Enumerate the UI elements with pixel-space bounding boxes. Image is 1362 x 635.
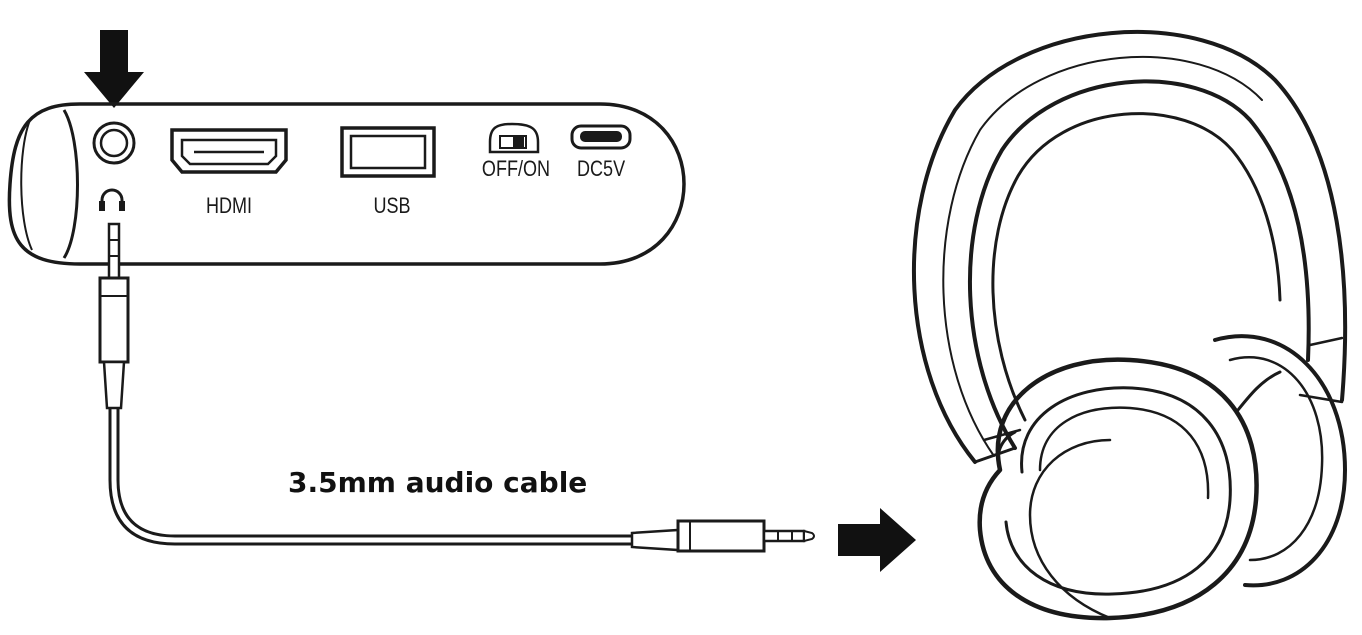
down-arrow-icon <box>84 30 144 108</box>
audio-cable <box>108 408 640 546</box>
cable-plug-end <box>630 519 815 553</box>
usb-label: USB <box>373 194 410 218</box>
device-panel <box>7 102 686 266</box>
dc-label: DC5V <box>577 157 626 181</box>
headphone-jack <box>92 121 136 165</box>
hdmi-label: HDMI <box>206 194 252 218</box>
power-switch <box>488 122 540 154</box>
headphones-illustration <box>911 30 1348 621</box>
headphone-icon <box>99 188 125 211</box>
cable-plug-top <box>98 222 130 410</box>
right-arrow-icon <box>838 508 916 572</box>
usb-port <box>340 126 436 178</box>
hdmi-port <box>170 128 288 174</box>
switch-label: OFF/ON <box>482 157 550 181</box>
dc-port <box>570 124 632 150</box>
cable-label: 3.5mm audio cable <box>288 466 587 499</box>
